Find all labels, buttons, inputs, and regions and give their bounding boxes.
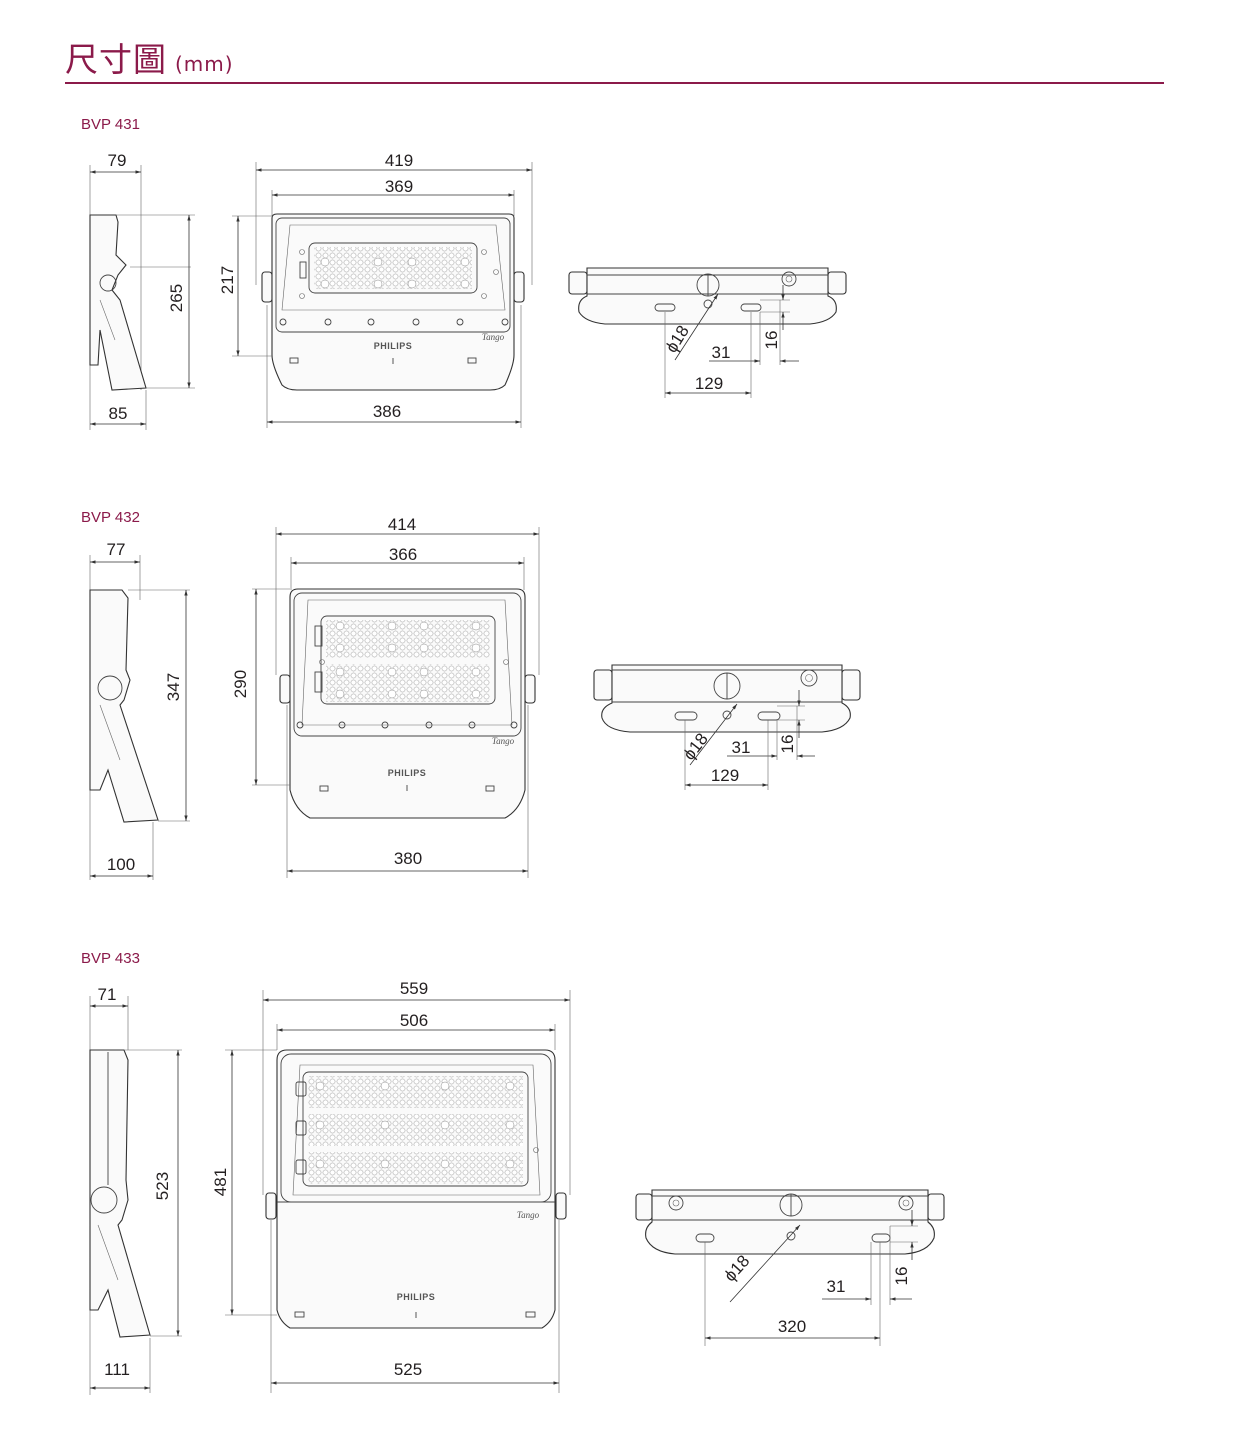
bvp433-bottom-span: 320 — [778, 1317, 806, 1336]
bvp433-bottom-edge: 16 — [892, 1267, 911, 1286]
bvp431-side-view: 79 265 85 — [89, 151, 195, 430]
bvp431-side-base: 85 — [109, 404, 128, 423]
bvp432-bottom-span: 129 — [711, 766, 739, 785]
bvp432-hole-diameter: ϕ18 — [679, 730, 711, 764]
bvp433-side-view: 71 523 111 — [89, 985, 182, 1395]
bvp433-front-overall-width: 559 — [400, 979, 428, 998]
bvp432-side-base: 100 — [107, 855, 135, 874]
bvp433-bottom-offset: 31 — [827, 1277, 846, 1296]
page-title: 尺寸圖 (mm) — [65, 38, 234, 86]
bvp432-front-base-width: 380 — [394, 849, 422, 868]
bvp431-side-height: 265 — [167, 284, 186, 312]
bvp433-front-inner-width: 506 — [400, 1011, 428, 1030]
bvp433-front-base-width: 525 — [394, 1360, 422, 1379]
page-header: 尺寸圖 (mm) — [65, 38, 1164, 84]
bvp432-front-height: 290 — [231, 670, 250, 698]
bvp431-side-depth: 79 — [108, 151, 127, 170]
bvp431-front-height: 217 — [218, 266, 237, 294]
bvp433-bottom-view: ϕ18 31 16 320 — [635, 1189, 945, 1346]
model-label-bvp432: BVP 432 — [81, 509, 140, 526]
bvp432-front-overall-width: 414 — [388, 515, 416, 534]
bvp431-front-base-width: 386 — [373, 402, 401, 421]
bvp431-bottom-view: ϕ18 31 16 129 — [568, 267, 847, 398]
bvp432-front-view: 414 366 Tango PHILIPS 290 380 — [231, 515, 540, 878]
bvp431-front-inner-width: 369 — [385, 177, 413, 196]
bvp433-front-height: 481 — [211, 1168, 230, 1196]
title-text: 尺寸圖 — [65, 40, 167, 79]
bvp433-product-mark: Tango — [517, 1210, 540, 1220]
bvp431-front-view: 419 369 PHILIPS Tango 217 386 — [218, 151, 533, 428]
bvp431-logo: PHILIPS — [374, 341, 413, 351]
bvp432-side-view: 77 347 100 — [89, 540, 190, 880]
bvp431-front-overall-width: 419 — [385, 151, 413, 170]
bvp431-product-mark: Tango — [482, 332, 505, 342]
bvp431-bottom-edge: 16 — [762, 331, 781, 350]
bvp433-logo: PHILIPS — [397, 1292, 436, 1302]
bvp433-front-view: 559 506 Tango PHILIPS 481 525 — [211, 979, 571, 1393]
bvp431-bottom-span: 129 — [695, 374, 723, 393]
bvp432-front-inner-width: 366 — [389, 545, 417, 564]
bvp433-side-base: 111 — [104, 1360, 130, 1379]
bvp433-hole-diameter: ϕ18 — [720, 1251, 753, 1285]
bvp432-bottom-offset: 31 — [732, 738, 751, 757]
bvp431-bottom-offset: 31 — [712, 343, 731, 362]
bvp432-bottom-view: ϕ18 31 16 129 — [593, 664, 861, 790]
model-label-bvp431: BVP 431 — [81, 116, 140, 133]
bvp432-side-height: 347 — [164, 673, 183, 701]
bvp433-side-height: 523 — [153, 1172, 172, 1200]
model-label-bvp433: BVP 433 — [81, 950, 140, 967]
bvp433-side-depth: 71 — [98, 985, 117, 1004]
bvp432-product-mark: Tango — [492, 736, 515, 746]
bvp432-side-depth: 77 — [107, 540, 126, 559]
bvp432-logo: PHILIPS — [388, 768, 427, 778]
bvp432-bottom-edge: 16 — [778, 735, 797, 754]
unit-label: (mm) — [175, 52, 234, 76]
bvp431-hole-diameter: ϕ18 — [662, 322, 693, 356]
